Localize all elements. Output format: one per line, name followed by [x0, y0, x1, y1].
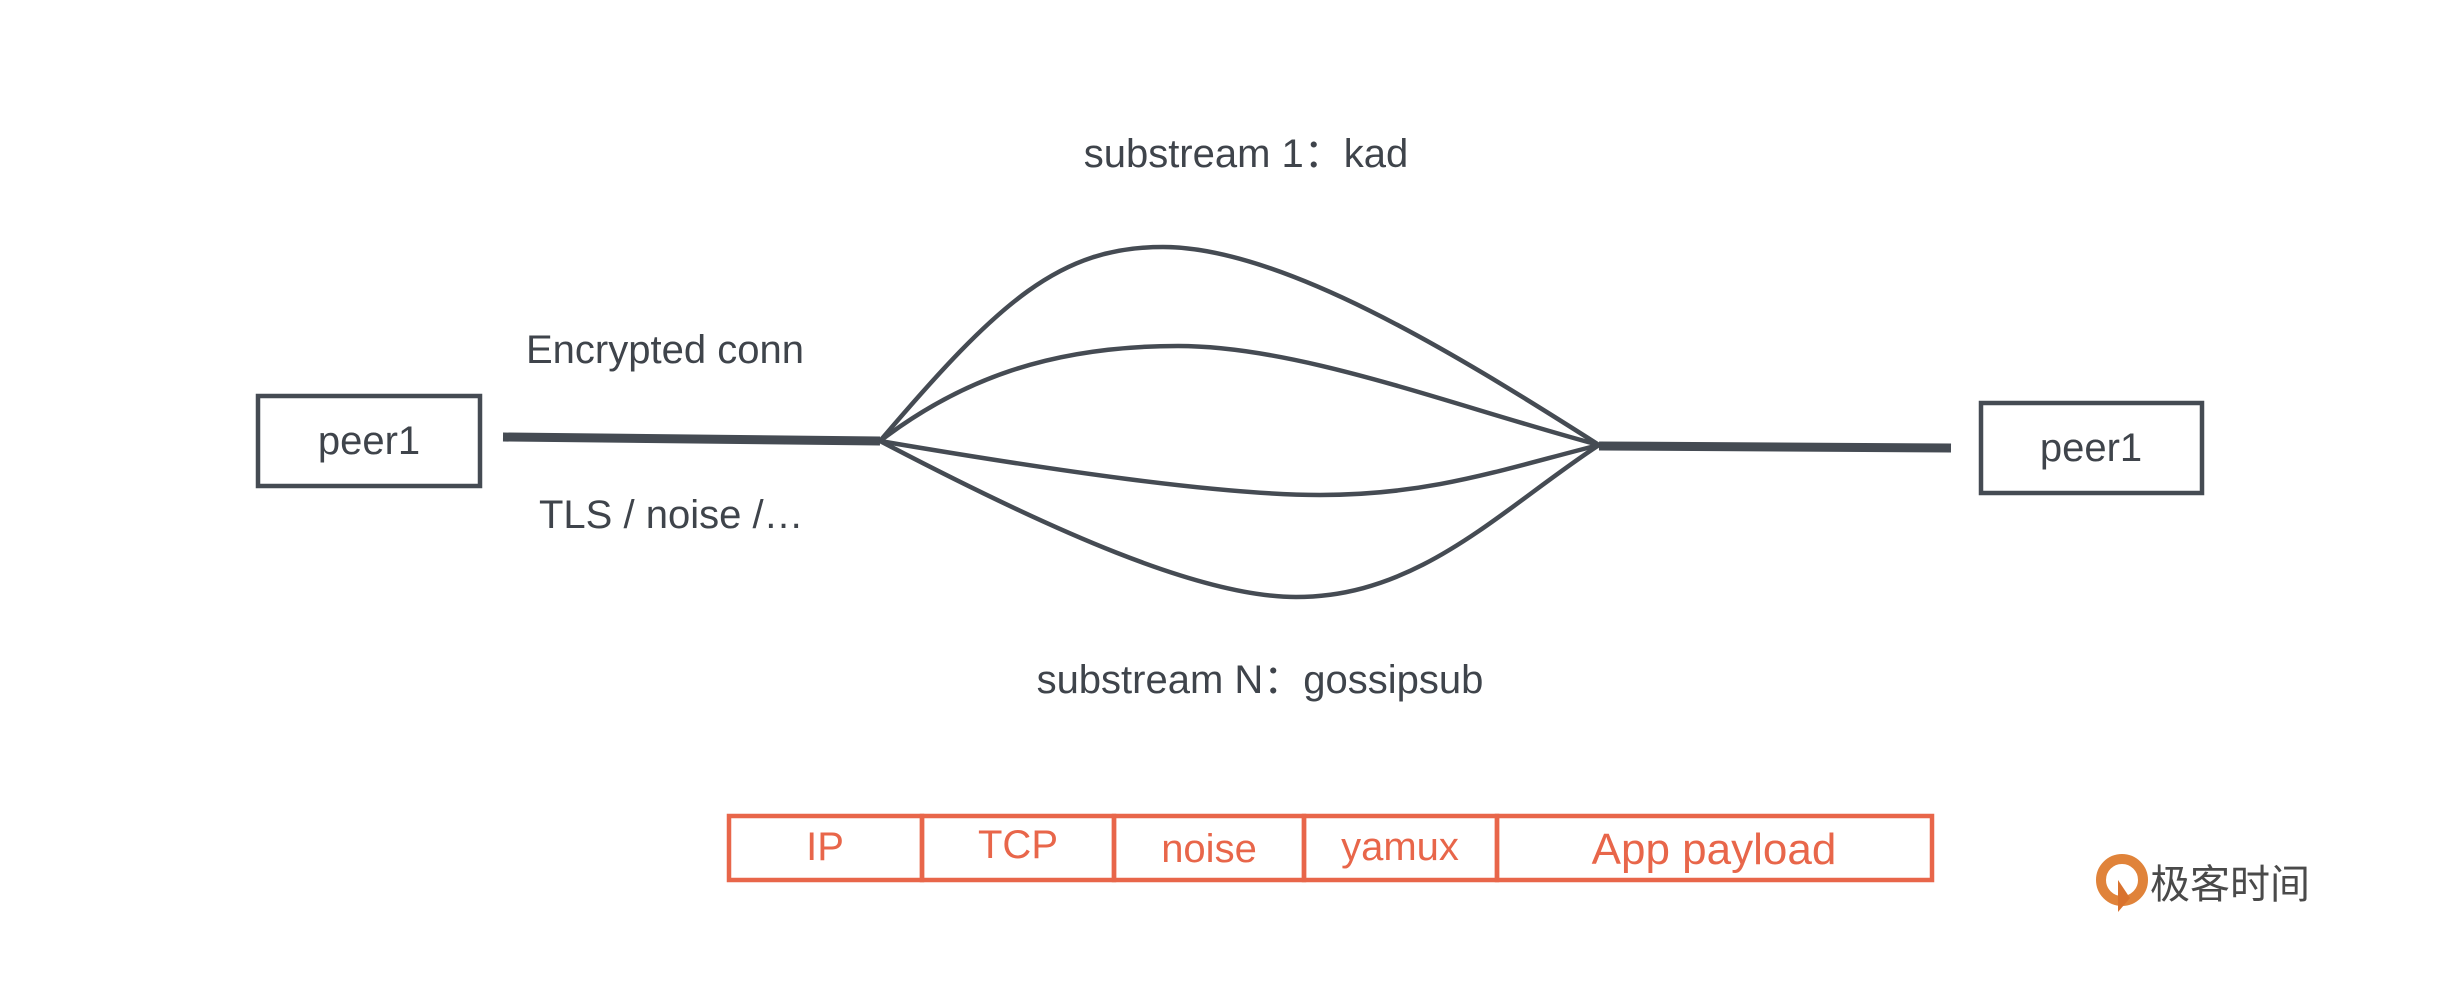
connection-top-label: Encrypted conn — [526, 328, 804, 372]
substream-curve-4 — [878, 439, 1601, 600]
connection-bottom-label: TLS / noise /… — [539, 493, 804, 537]
protocol-stack — [726, 813, 1935, 883]
stack-label-yamux: yamux — [1341, 825, 1459, 869]
stack-label-app-payload: App payload — [1592, 825, 1837, 874]
geektime-logo: 极客时间 — [2096, 854, 2310, 912]
peer-right: peer1 — [1978, 400, 2205, 496]
peer-right-label: peer1 — [2040, 426, 2142, 470]
substream-curve-1 — [878, 244, 1601, 447]
logo-icon — [2096, 854, 2148, 912]
stack-cell-app-payload — [1494, 813, 1935, 883]
substream-curve-3 — [879, 438, 1600, 498]
stack-label-tcp: TCP — [978, 823, 1058, 867]
logo-text: 极客时间 — [2150, 862, 2310, 908]
substream-bottom-label: substream N：gossipsub — [1037, 658, 1484, 702]
substream-top-label: substream 1：kad — [1084, 132, 1409, 176]
peer-left-label: peer1 — [318, 419, 420, 463]
connection-line-right — [1598, 441, 1952, 453]
substream-curve-2 — [878, 343, 1600, 448]
peer-left: peer1 — [255, 393, 483, 489]
stack-label-ip: IP — [806, 825, 844, 869]
stack-label-noise: noise — [1161, 827, 1257, 871]
connection-line-left — [502, 432, 881, 446]
